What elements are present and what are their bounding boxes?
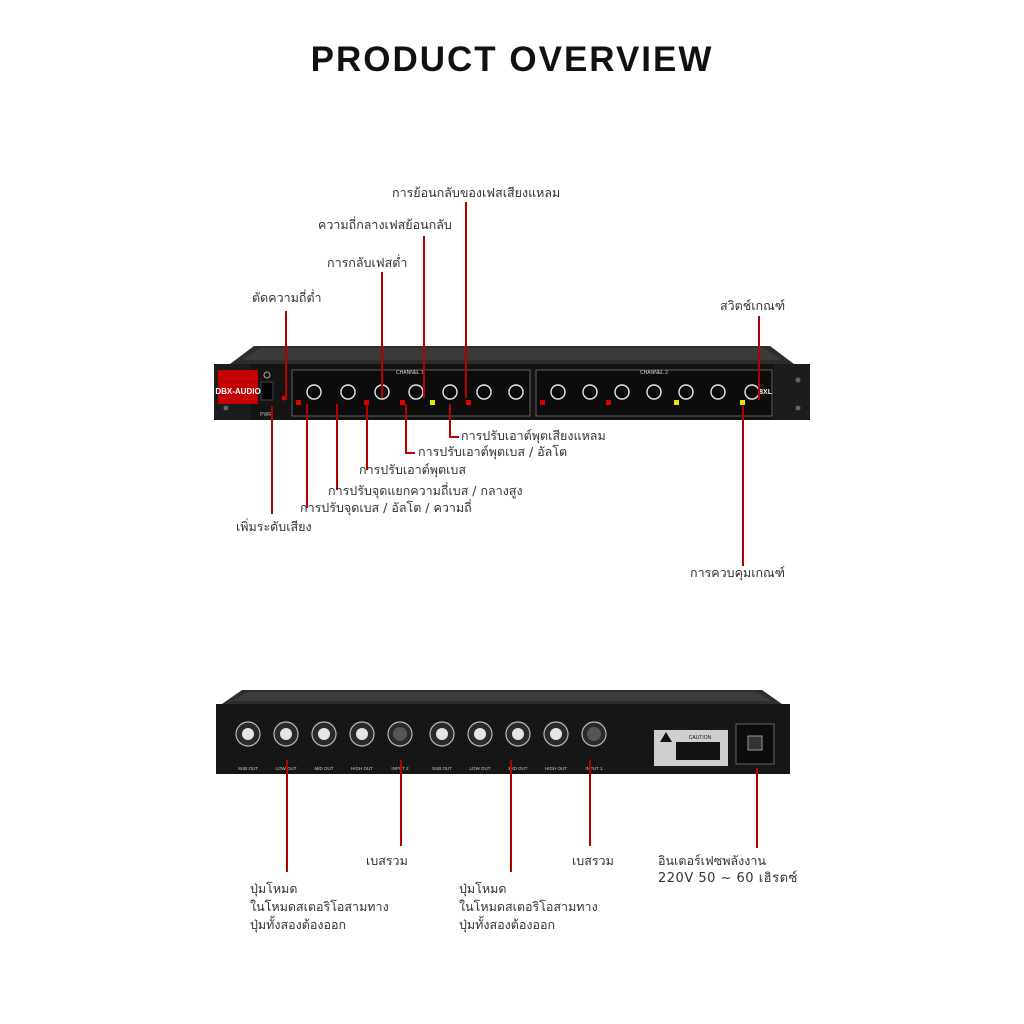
label-line: ในโหมดสเตอริโอสามทาง [459,899,598,914]
port-label: SUB OUT [238,766,258,771]
leader-line [336,404,338,490]
label-bass-sum-2: เบสรวม [572,853,614,868]
leader-line [465,202,467,398]
model-label: 238XL [751,389,772,396]
leader-line [449,436,459,438]
label-bass-out: การปรับเอาต์พุตเบส / อัลโต [418,444,568,459]
port-label: LOW OUT [470,766,491,771]
leader-line [405,404,407,454]
port-label: MID OUT [315,766,334,771]
label-line: ปุ่มโหมด [250,881,298,896]
channel-1-label: CHANNEL 1 [396,370,424,376]
channel-2-label: CHANNEL 2 [640,370,668,376]
leader-line [423,236,425,398]
leader-line [366,404,368,470]
label-power-voltage: 220V 50 ~ 60 เฮิรตซ์ [658,871,798,886]
label-limiter-switch: สวิตช์เกณฑ์ [720,298,786,313]
label-line: ปุ่มทั้งสองต้องออก [459,917,556,932]
label-low-cut: ตัดความถี่ต่ำ [252,290,322,305]
label-gain: เพิ่มระดับเสียง [236,519,312,534]
label-bass-sum-1: เบสรวม [366,853,408,868]
leader-line [400,760,402,846]
label-xover-low-mid: การปรับจุดแยกความถี่เบส / กลางสูง [328,483,523,498]
label-line: ปุ่มโหมด [459,881,507,896]
front-panel-device: DBX-AUDIO PWR CHANNEL 1 CHANNEL 2 238XL [214,346,810,420]
label-low-out: การปรับเอาต์พุตเบส [359,462,466,477]
rear-panel-device: SUB OUT LOW OUT MID OUT HIGH OUT INPUT 2… [216,690,790,774]
label-power-interface: อินเตอร์เฟซพลังงาน [658,853,766,868]
leader-line [589,760,591,846]
label-high-out: การปรับเอาต์พุตเสียงแหลม [461,428,606,443]
power-label: PWR [260,412,272,418]
port-label: MID OUT [509,766,528,771]
leader-line [306,404,308,508]
leader-line [271,406,273,514]
brand-logo: DBX-AUDIO [215,387,260,396]
label-xover-bass: การปรับจุดเบส / อัลโต / ความถี่ [300,500,472,515]
leader-line [285,311,287,400]
port-label: INPUT 1 [585,766,603,771]
port-label: SUB OUT [432,766,452,771]
label-line: ในโหมดสเตอริโอสามทาง [250,899,389,914]
page-title: PRODUCT OVERVIEW [310,40,714,79]
leader-line [381,272,383,398]
leader-line [756,768,758,848]
leader-line [510,760,512,872]
label-mid-phase: ความถี่กลางเฟสย้อนกลับ [318,217,452,232]
label-mode-a: ปุ่มโหมด ในโหมดสเตอริโอสามทาง ปุ่มทั้งสอ… [250,880,389,934]
leader-line [449,404,451,438]
label-line: ปุ่มทั้งสองต้องออก [250,917,347,932]
label-low-phase: การกลับเฟสต่ำ [327,255,408,270]
label-high-phase: การย้อนกลับของเฟสเสียงแหลม [392,185,561,200]
port-label: HIGH OUT [351,766,373,771]
label-threshold: การควบคุมเกณฑ์ [690,565,786,580]
leader-line [286,760,288,872]
caution-label: CAUTION [689,735,712,741]
leader-line [742,406,744,566]
port-label: HIGH OUT [545,766,567,771]
label-mode-b: ปุ่มโหมด ในโหมดสเตอริโอสามทาง ปุ่มทั้งสอ… [459,880,598,934]
leader-line [405,452,415,454]
leader-line [758,316,760,400]
